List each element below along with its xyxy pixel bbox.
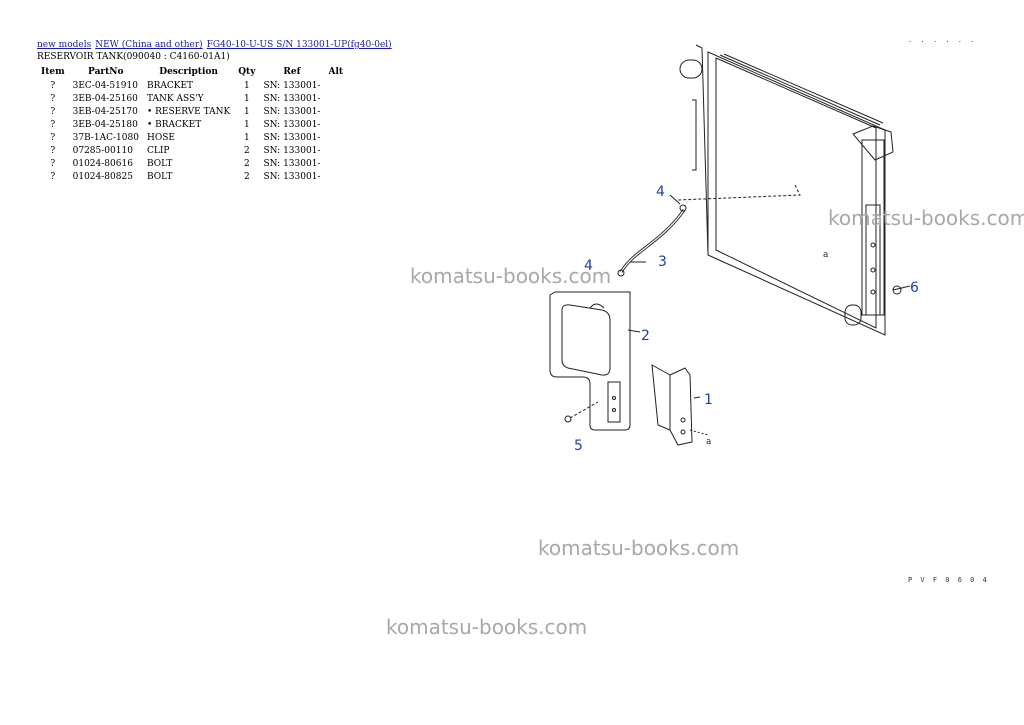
cell-ref: SN: 133001- (263, 159, 321, 169)
cell-ref: SN: 133001- (263, 146, 321, 156)
cell-item: ? (50, 159, 56, 169)
cell-alt (324, 171, 347, 184)
cell-alt (324, 93, 347, 106)
breadcrumb-link-new-models[interactable]: new models (37, 40, 92, 50)
watermark: komatsu-books.com (828, 206, 1024, 230)
callout-1: 1 (704, 392, 713, 408)
cell-qty: 1 (243, 94, 250, 104)
clip-lower (617, 269, 625, 277)
parts-diagram: 1 2 3 4 4 5 6 a a (549, 44, 919, 454)
cell-description: BOLT (146, 159, 173, 169)
callout-4-lower: 4 (584, 258, 593, 274)
cell-partno: 37B-1AC-1080 (72, 133, 139, 143)
cell-partno: 07285-00110 (72, 146, 133, 156)
radiator-filler-neck (852, 125, 894, 161)
cell-description: • BRACKET (146, 120, 202, 130)
cell-description: CLIP (146, 146, 170, 156)
leader-line (677, 184, 801, 201)
watermark: komatsu-books.com (538, 536, 740, 560)
cell-description: BRACKET (146, 81, 194, 91)
cell-alt (324, 132, 347, 145)
callout-4-upper: 4 (656, 184, 665, 200)
cell-alt (324, 80, 347, 93)
breadcrumb-link-region[interactable]: NEW (China and other) (95, 40, 203, 50)
cell-item: ? (50, 133, 56, 143)
table-row: ? 3EB-04-25180 • BRACKET 1 SN: 133001- (37, 119, 347, 132)
cell-partno: 3EC-04-51910 (72, 81, 138, 91)
cell-ref: SN: 133001- (263, 120, 321, 130)
cell-item: ? (50, 120, 56, 130)
tank-cap (589, 303, 605, 309)
page-title: RESERVOIR TANK(090040 : C4160-01A1) (37, 52, 230, 62)
callout-2: 2 (641, 328, 650, 344)
cell-item: ? (50, 146, 56, 156)
breadcrumb-link-model[interactable]: FG40-10-U-US S/N 133001-UP(fg40-0el) (206, 40, 392, 50)
cell-partno: 3EB-04-25180 (72, 120, 138, 130)
watermark: komatsu-books.com (386, 615, 588, 639)
cell-partno: 01024-80825 (72, 172, 133, 182)
cell-ref: SN: 133001- (263, 172, 321, 182)
cell-description: HOSE (146, 133, 175, 143)
drawing-code: P V F 0 6 0 4 (908, 576, 989, 584)
cell-qty: 2 (243, 172, 250, 182)
cell-qty: 1 (243, 107, 250, 117)
cell-partno: 3EB-04-25170 (72, 107, 138, 117)
cell-alt (324, 158, 347, 171)
cell-description: TANK ASS'Y (146, 94, 204, 104)
cell-description: BOLT (146, 172, 173, 182)
cell-partno: 01024-80616 (72, 159, 133, 169)
radiator-top-cap (679, 59, 703, 79)
col-item: Item (41, 67, 65, 77)
watermark: komatsu-books.com (410, 264, 612, 288)
tank-bracket (607, 381, 621, 423)
parts-table-header: Item PartNo Description Qty Ref Alt (37, 66, 347, 80)
cell-partno: 3EB-04-25160 (72, 94, 138, 104)
cell-alt (324, 106, 347, 119)
bracket-drawing (651, 364, 709, 446)
table-row: ? 01024-80825 BOLT 2 SN: 133001- (37, 171, 347, 184)
cell-ref: SN: 133001- (263, 81, 321, 91)
col-qty: Qty (238, 67, 256, 77)
cell-description: • RESERVE TANK (146, 107, 231, 117)
table-row: ? 3EC-04-51910 BRACKET 1 SN: 133001- (37, 80, 347, 93)
ref-letter-a-upper: a (823, 250, 829, 260)
ref-letter-a-lower: a (706, 437, 712, 447)
callout-6: 6 (910, 280, 919, 296)
callout-5: 5 (574, 438, 583, 454)
col-ref: Ref (283, 67, 301, 77)
cell-item: ? (50, 94, 56, 104)
bolt-5 (564, 415, 572, 423)
cell-ref: SN: 133001- (263, 94, 321, 104)
hose-drawing (619, 209, 686, 273)
tank-assembly-drawing (549, 291, 631, 431)
table-row: ? 3EB-04-25160 TANK ASS'Y 1 SN: 133001- (37, 93, 347, 106)
cell-qty: 2 (243, 146, 250, 156)
col-alt: Alt (328, 67, 344, 77)
cell-ref: SN: 133001- (263, 107, 321, 117)
cell-alt (324, 145, 347, 158)
cell-item: ? (50, 107, 56, 117)
cell-item: ? (50, 81, 56, 91)
cell-qty: 1 (243, 120, 250, 130)
table-row: ? 37B-1AC-1080 HOSE 1 SN: 133001- (37, 132, 347, 145)
table-row: ? 01024-80616 BOLT 2 SN: 133001- (37, 158, 347, 171)
table-row: ? 3EB-04-25170 • RESERVE TANK 1 SN: 1330… (37, 106, 347, 119)
cell-qty: 1 (243, 81, 250, 91)
cell-qty: 1 (243, 133, 250, 143)
col-partno: PartNo (88, 67, 124, 77)
callout-3: 3 (658, 254, 667, 270)
corner-dots: . . . . . . (908, 36, 977, 44)
reserve-tank (561, 304, 611, 376)
clip-upper (679, 204, 687, 212)
cell-ref: SN: 133001- (263, 133, 321, 143)
parts-table: Item PartNo Description Qty Ref Alt ? 3E… (37, 66, 347, 184)
radiator-drawing (679, 44, 894, 336)
cell-alt (324, 119, 347, 132)
table-row: ? 07285-00110 CLIP 2 SN: 133001- (37, 145, 347, 158)
cell-qty: 2 (243, 159, 250, 169)
col-description: Description (159, 67, 218, 77)
cell-item: ? (50, 172, 56, 182)
radiator-bottom-cap (844, 304, 862, 326)
